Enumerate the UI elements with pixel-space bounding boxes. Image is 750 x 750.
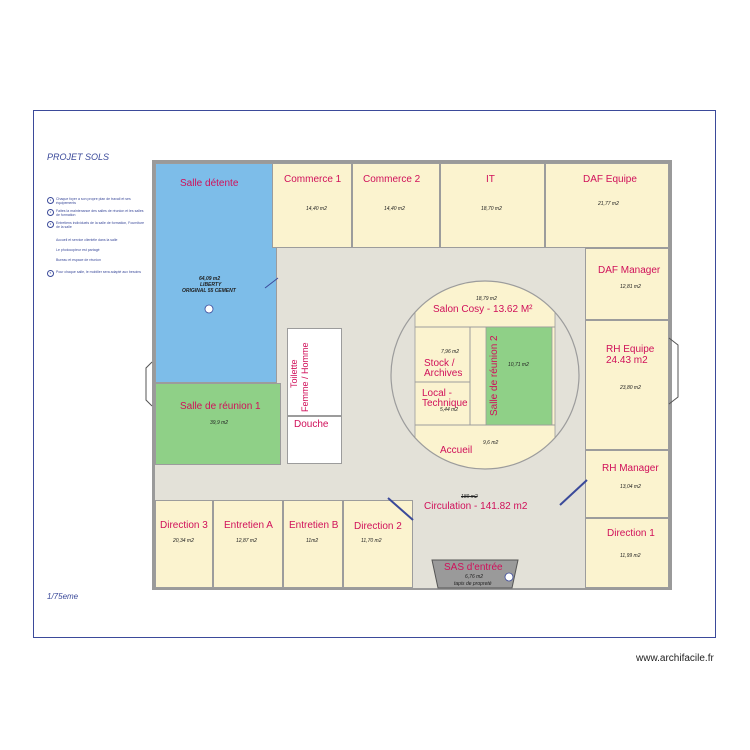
entretien-a-room[interactable] xyxy=(213,500,283,588)
commerce1-room[interactable] xyxy=(272,163,352,248)
room-note: ORIGINAL 55 CEMENT xyxy=(182,288,236,294)
toilette-room[interactable] xyxy=(287,328,342,416)
room-name-rh-equipe: RH Equipe xyxy=(606,344,655,355)
rh-equipe-room[interactable] xyxy=(585,320,669,450)
room-area: 18,79 m2 xyxy=(476,296,497,302)
salle-reunion1-room[interactable] xyxy=(155,383,281,465)
daf-equipe-room[interactable] xyxy=(545,163,669,248)
room-name-accueil: Accueil xyxy=(440,445,473,456)
room-area: 12,87 m2 xyxy=(236,538,257,544)
outer-wall xyxy=(152,160,672,590)
room-area: 18,70 m2 xyxy=(481,206,502,212)
direction2-room[interactable] xyxy=(343,500,413,588)
entretien-b-room[interactable] xyxy=(283,500,343,588)
watermark: www.archifacile.fr xyxy=(636,653,714,664)
room-name-daf-manager: DAF Manager xyxy=(598,265,661,276)
room-area: 20,34 m2 xyxy=(173,538,194,544)
room-area: 21,77 m2 xyxy=(598,201,619,207)
room-area: 9,6 m2 xyxy=(483,440,499,446)
room-name-it: IT xyxy=(486,174,495,185)
room-note: tapis de propreté xyxy=(454,581,492,587)
diagonal-wall xyxy=(559,479,588,506)
marker-icon xyxy=(204,304,214,314)
room-area: 14,40 m2 xyxy=(384,206,405,212)
plan-scale: 1/75eme xyxy=(47,592,79,601)
room-name-toilette-2: Femme / Homme xyxy=(300,342,310,412)
commerce2-room[interactable] xyxy=(352,163,440,248)
room-name-douche: Douche xyxy=(294,419,329,430)
douche-room[interactable] xyxy=(287,416,342,464)
central-block-outline xyxy=(390,280,580,470)
room-name-stock-2: Archives xyxy=(424,368,463,379)
room-name-direction1: Direction 1 xyxy=(607,528,655,539)
bay-window xyxy=(145,361,153,407)
room-area: 12,81 m2 xyxy=(620,284,641,290)
room-area: 11,70 m2 xyxy=(361,538,382,544)
room-name-salle-detente: Salle détente xyxy=(180,178,239,189)
room-area: 11,99 m2 xyxy=(620,553,641,559)
room-area: 11m2 xyxy=(306,538,319,544)
room-name-circulation: Circulation - 141.82 m2 xyxy=(424,501,528,512)
room-area: 10,71 m2 xyxy=(508,362,529,368)
room-area: 23,80 m2 xyxy=(620,385,641,391)
room-name-toilette: Toilette xyxy=(289,359,299,388)
room-area: 14,40 m2 xyxy=(306,206,327,212)
room-name-sas: SAS d'entrée xyxy=(444,562,503,573)
room-name-salon-cosy: Salon Cosy - 13.62 M² xyxy=(433,304,533,315)
room-area: 7,96 m2 xyxy=(441,349,460,355)
bay-window xyxy=(668,337,679,405)
salle-reunion2-room[interactable] xyxy=(485,326,553,426)
room-area: 189 m2 xyxy=(461,494,478,500)
room-name-local-tech-2: Technique xyxy=(422,398,468,409)
room-name-stock: Stock / xyxy=(424,358,455,369)
room-name-commerce2: Commerce 2 xyxy=(363,174,421,185)
room-name-commerce1: Commerce 1 xyxy=(284,174,342,185)
room-name-rh-equipe-size: 24.43 m2 xyxy=(606,355,648,366)
room-name-entretien-a: Entretien A xyxy=(224,520,273,531)
room-name-salle-reunion2: Salle de réunion 2 xyxy=(489,335,500,416)
room-area: 5,44 m2 xyxy=(440,407,459,413)
room-area: 64,09 m2 xyxy=(199,276,221,282)
salle-detente-room[interactable] xyxy=(155,163,277,383)
room-area: 6,76 m2 xyxy=(465,574,484,580)
room-name-direction3: Direction 3 xyxy=(160,520,208,531)
room-name-rh-manager: RH Manager xyxy=(602,463,659,474)
direction1-room[interactable] xyxy=(585,518,669,588)
room-name-local-tech: Local - xyxy=(422,388,453,399)
room-area: 13,04 m2 xyxy=(620,484,641,490)
diagonal-wall xyxy=(264,277,279,289)
room-name-entretien-b: Entretien B xyxy=(289,520,339,531)
rh-manager-room[interactable] xyxy=(585,450,669,518)
project-title: PROJET SOLS xyxy=(47,152,110,162)
room-note: LIBERTY xyxy=(200,282,222,288)
direction3-room[interactable] xyxy=(155,500,213,588)
room-name-salle-reunion1: Salle de réunion 1 xyxy=(180,401,261,412)
marker-icon xyxy=(504,572,514,582)
sas-room[interactable] xyxy=(431,559,519,589)
it-room[interactable] xyxy=(440,163,545,248)
room-name-direction2: Direction 2 xyxy=(354,521,402,532)
diagonal-wall xyxy=(387,497,414,521)
room-name-daf-equipe: DAF Equipe xyxy=(583,174,637,185)
daf-manager-room[interactable] xyxy=(585,248,669,320)
room-area: 39,9 m2 xyxy=(210,420,229,426)
